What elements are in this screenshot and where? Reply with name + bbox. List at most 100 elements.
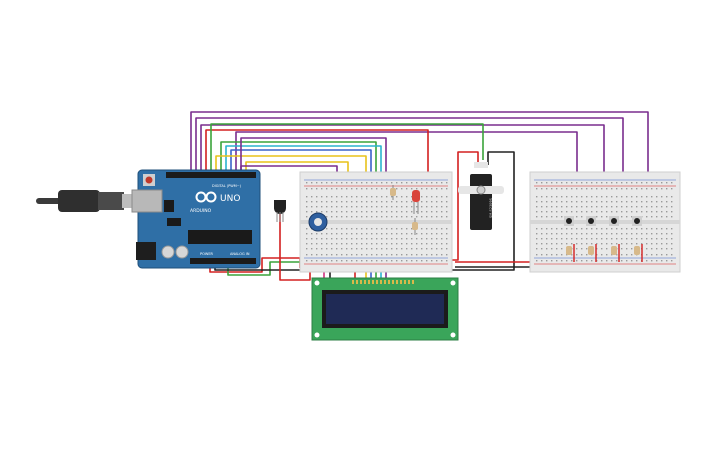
breadboard-hole <box>306 216 308 218</box>
breadboard-hole <box>536 211 538 213</box>
breadboard-hole <box>381 211 383 213</box>
breadboard-hole <box>596 233 598 235</box>
breadboard-hole <box>316 182 318 184</box>
push-button-cap-2[interactable] <box>588 218 594 224</box>
breadboard-hole <box>536 188 538 190</box>
button-breadboard[interactable] <box>529 171 681 273</box>
wire-green-1[interactable] <box>210 123 484 176</box>
breadboard-hole <box>606 201 608 203</box>
breadboard-hole <box>366 188 368 190</box>
breadboard-hole <box>316 238 318 240</box>
breadboard-hole <box>666 188 668 190</box>
temperature-sensor[interactable] <box>274 200 286 222</box>
breadboard-hole <box>561 188 563 190</box>
breadboard-hole <box>436 206 438 208</box>
breadboard-hole <box>556 243 558 245</box>
breadboard-hole <box>591 188 593 190</box>
push-button-cap-1[interactable] <box>566 218 572 224</box>
breadboard-hole <box>356 248 358 250</box>
breadboard-hole <box>356 233 358 235</box>
arduino-uno-board[interactable]: ARDUINO UNO DIGITAL (PWM~) POWER ANALOG … <box>131 169 261 269</box>
breadboard-hole <box>616 228 618 230</box>
breadboard-hole <box>426 196 428 198</box>
breadboard-hole <box>331 182 333 184</box>
breadboard-hole <box>416 188 418 190</box>
breadboard-hole <box>556 233 558 235</box>
servo-motor[interactable]: SM-S2309S <box>458 162 504 230</box>
breadboard-hole <box>426 216 428 218</box>
breadboard-hole <box>656 233 658 235</box>
breadboard-hole <box>351 188 353 190</box>
breadboard-holes <box>306 182 448 262</box>
breadboard-hole <box>621 216 623 218</box>
resistor-1[interactable] <box>390 185 396 200</box>
breadboard-hole <box>621 211 623 213</box>
breadboard-hole <box>601 188 603 190</box>
breadboard-hole <box>316 188 318 190</box>
breadboard-hole <box>541 206 543 208</box>
breadboard-hole <box>651 211 653 213</box>
breadboard-hole <box>666 260 668 262</box>
breadboard-hole <box>551 188 553 190</box>
reset-button[interactable] <box>145 176 153 184</box>
breadboard-hole <box>381 201 383 203</box>
breadboard-hole <box>341 196 343 198</box>
breadboard-hole <box>536 260 538 262</box>
wire-red-sensor[interactable] <box>279 212 311 281</box>
breadboard-hole <box>571 260 573 262</box>
breadboard-hole <box>351 201 353 203</box>
resistor-2[interactable] <box>412 218 418 235</box>
breadboard-hole <box>386 206 388 208</box>
breadboard-hole <box>401 211 403 213</box>
breadboard-hole <box>371 188 373 190</box>
breadboard-hole <box>406 238 408 240</box>
wire-green-power[interactable] <box>227 261 318 276</box>
breadboard-hole <box>431 260 433 262</box>
lcd-pin <box>368 280 370 284</box>
breadboard-hole <box>656 248 658 250</box>
breadboard-hole <box>366 216 368 218</box>
breadboard-hole <box>326 238 328 240</box>
breadboard-hole <box>551 254 553 256</box>
breadboard-hole <box>326 254 328 256</box>
breadboard-hole <box>541 248 543 250</box>
lcd-pin <box>412 280 414 284</box>
button-resistor-2[interactable] <box>588 246 594 255</box>
push-button-cap-3[interactable] <box>611 218 617 224</box>
push-button-cap-4[interactable] <box>634 218 640 224</box>
breadboard-hole <box>336 211 338 213</box>
button-resistor-1[interactable] <box>566 246 572 255</box>
breadboard-hole <box>596 243 598 245</box>
breadboard-hole <box>591 243 593 245</box>
breadboard-hole <box>576 211 578 213</box>
breadboard-hole <box>591 201 593 203</box>
breadboard-hole <box>406 233 408 235</box>
breadboard-hole <box>441 248 443 250</box>
breadboard-hole <box>361 248 363 250</box>
potentiometer[interactable] <box>308 212 328 232</box>
breadboard-hole <box>606 196 608 198</box>
breadboard-hole <box>631 182 633 184</box>
lcd-display[interactable] <box>311 277 459 341</box>
breadboard-hole <box>591 260 593 262</box>
breadboard-hole <box>666 243 668 245</box>
breadboard-hole <box>626 206 628 208</box>
breadboard-hole <box>376 243 378 245</box>
breadboard-hole <box>441 260 443 262</box>
lcd-screen <box>326 294 444 324</box>
button-resistor-4[interactable] <box>634 246 640 255</box>
breadboard-hole <box>411 216 413 218</box>
breadboard-hole <box>381 206 383 208</box>
breadboard-hole <box>661 211 663 213</box>
breadboard-hole <box>546 254 548 256</box>
breadboard-hole <box>596 201 598 203</box>
breadboard-hole <box>376 201 378 203</box>
breadboard-hole <box>371 254 373 256</box>
wire-black-servo[interactable] <box>430 151 515 271</box>
breadboard-hole <box>446 243 448 245</box>
red-led[interactable] <box>412 190 420 214</box>
button-resistor-3[interactable] <box>611 246 617 255</box>
breadboard-hole <box>421 254 423 256</box>
breadboard-hole <box>656 182 658 184</box>
breadboard-hole <box>641 206 643 208</box>
